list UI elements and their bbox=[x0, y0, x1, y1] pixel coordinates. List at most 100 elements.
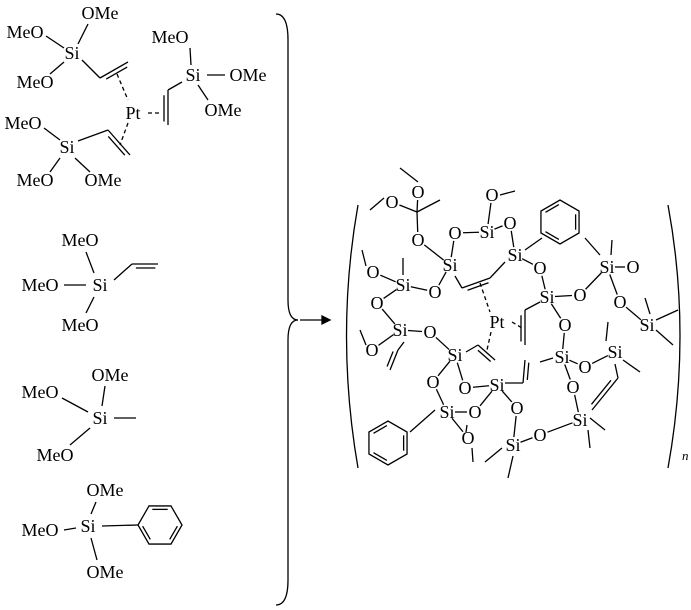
bond bbox=[545, 204, 560, 213]
atom-label: MeO bbox=[22, 275, 59, 295]
atom-label: O bbox=[534, 425, 547, 445]
bond bbox=[435, 336, 450, 351]
atom-label: O bbox=[504, 213, 517, 233]
bond bbox=[655, 309, 679, 321]
bond bbox=[614, 363, 619, 379]
bond bbox=[378, 334, 394, 346]
bond bbox=[562, 332, 565, 350]
atom-label: OMe bbox=[87, 562, 124, 582]
atom-label: O bbox=[511, 398, 524, 418]
benzene-ring bbox=[368, 420, 408, 466]
atom-label: MeO bbox=[37, 445, 74, 465]
repeat-subscript-n: n bbox=[682, 448, 689, 463]
bond bbox=[359, 329, 367, 346]
bond bbox=[465, 424, 468, 433]
bond bbox=[113, 263, 133, 281]
atom-label: O bbox=[412, 182, 425, 202]
bond bbox=[416, 199, 441, 213]
bond bbox=[510, 230, 515, 248]
bond bbox=[589, 417, 606, 431]
bond bbox=[522, 359, 526, 384]
atom-label: OMe bbox=[87, 480, 124, 500]
atom-label: O bbox=[449, 223, 462, 243]
bond bbox=[499, 190, 516, 196]
arrowhead bbox=[321, 314, 332, 326]
bond bbox=[591, 377, 619, 411]
atom-label: MeO bbox=[7, 22, 44, 42]
bond bbox=[622, 359, 641, 373]
atom-label: O bbox=[371, 293, 384, 313]
bond bbox=[526, 362, 530, 380]
bond bbox=[197, 84, 209, 101]
bond bbox=[450, 240, 455, 258]
bond bbox=[85, 296, 95, 314]
bond bbox=[107, 135, 126, 156]
atom-label: O bbox=[486, 185, 499, 205]
bond bbox=[438, 271, 447, 286]
bond bbox=[45, 35, 65, 49]
bond bbox=[49, 157, 61, 173]
left-parenthesis bbox=[345, 204, 359, 469]
bond bbox=[462, 231, 480, 234]
bond bbox=[99, 61, 129, 79]
bond bbox=[409, 409, 436, 433]
atom-label: Si bbox=[539, 287, 554, 307]
bond bbox=[43, 127, 61, 141]
atom-label: MeO bbox=[17, 170, 54, 190]
atom-label: Si bbox=[395, 275, 410, 295]
atom-label: MeO bbox=[17, 72, 54, 92]
bond bbox=[501, 390, 513, 403]
atom-label: Si bbox=[185, 65, 200, 85]
bond bbox=[380, 274, 396, 283]
bond bbox=[361, 249, 367, 267]
bond bbox=[49, 61, 65, 75]
atom-label: Si bbox=[442, 255, 457, 275]
atom-label: Pt bbox=[489, 312, 504, 332]
bond bbox=[513, 415, 517, 438]
benzene-ring bbox=[137, 505, 183, 545]
right-parenthesis bbox=[667, 204, 681, 469]
bond bbox=[397, 341, 405, 351]
bond bbox=[521, 258, 534, 265]
bond bbox=[189, 47, 192, 66]
atom-label: Si bbox=[92, 275, 107, 295]
bond bbox=[524, 237, 543, 251]
atom-label: Si bbox=[392, 320, 407, 340]
bond bbox=[644, 297, 651, 315]
atom-label: O bbox=[412, 230, 425, 250]
bonds bbox=[43, 23, 679, 561]
bond bbox=[655, 329, 674, 346]
bond bbox=[520, 437, 533, 443]
bond bbox=[539, 357, 554, 363]
bond bbox=[451, 417, 464, 433]
atom-label: Si bbox=[507, 245, 522, 265]
atom-label: OMe bbox=[85, 170, 122, 190]
bond bbox=[383, 289, 397, 299]
bond bbox=[477, 344, 496, 361]
atom-label: O bbox=[462, 428, 475, 448]
atom-label: O bbox=[427, 372, 440, 392]
bond bbox=[386, 351, 394, 367]
bond bbox=[90, 501, 97, 515]
atom-label: MeO bbox=[62, 230, 99, 250]
bond bbox=[507, 455, 514, 479]
bond bbox=[545, 231, 560, 240]
atom-label: Pt bbox=[125, 103, 140, 123]
bond bbox=[81, 59, 101, 79]
bond bbox=[541, 275, 546, 290]
dashed-coordination-bond bbox=[479, 282, 491, 313]
bond bbox=[399, 204, 418, 213]
bond bbox=[167, 81, 183, 91]
atom-label: Si bbox=[64, 43, 79, 63]
atom-label: O bbox=[424, 322, 437, 342]
bond bbox=[550, 303, 562, 319]
bond bbox=[410, 286, 428, 291]
bond bbox=[416, 211, 419, 233]
bond bbox=[77, 129, 109, 142]
atom-label: OMe bbox=[92, 365, 129, 385]
atom-label: MeO bbox=[5, 113, 42, 133]
atom-label: Si bbox=[505, 435, 520, 455]
atom-label: Si bbox=[607, 342, 622, 362]
